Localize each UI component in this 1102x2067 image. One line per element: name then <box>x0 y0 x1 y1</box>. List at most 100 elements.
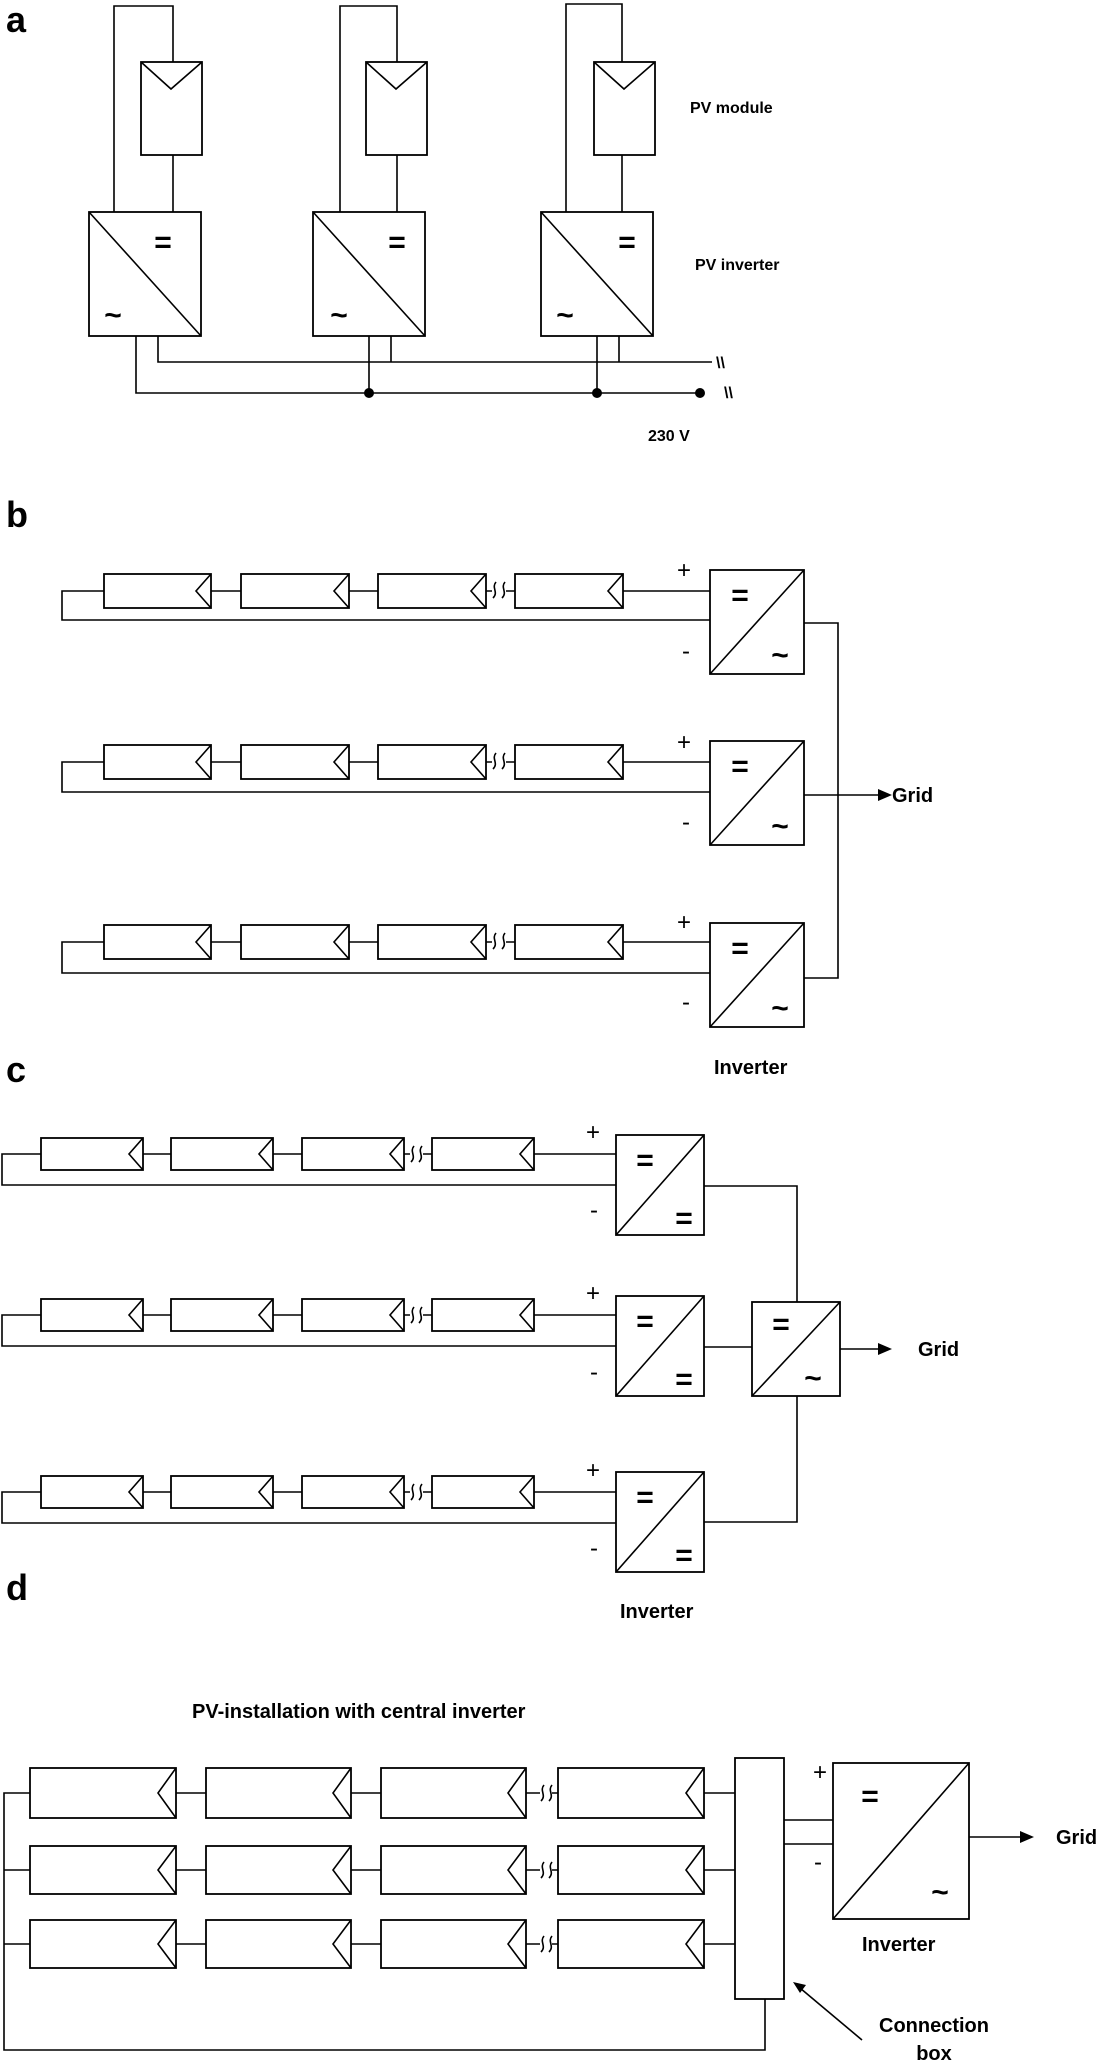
minus-sign: - <box>682 989 690 1016</box>
pv-module <box>205 1919 352 1969</box>
dc-symbol: = <box>618 226 636 259</box>
pv-module <box>377 573 487 609</box>
panel-a-terminal-dot <box>695 388 705 398</box>
panel-d-letter: d <box>6 1567 28 1608</box>
plus-sign: + <box>677 557 691 584</box>
pv-module <box>557 1767 705 1819</box>
dc-symbol: = <box>388 226 406 259</box>
panel-d-dc-link <box>784 1819 833 1845</box>
ac-symbol: ~ <box>104 299 122 332</box>
dc-symbol: = <box>675 1539 693 1572</box>
panel-c-grid-arrow <box>878 1343 892 1355</box>
pv-inverter-label: PV inverter <box>695 257 779 274</box>
pv-module <box>431 1298 535 1332</box>
minus-sign: - <box>682 809 690 836</box>
minus-sign: - <box>814 1849 822 1876</box>
panel-a-unit-1: = ~ <box>88 5 203 337</box>
pv-module <box>103 573 212 609</box>
pv-module <box>365 61 428 156</box>
panel-a-letter: a <box>6 0 27 40</box>
pv-module <box>40 1137 144 1171</box>
pv-module <box>29 1767 177 1819</box>
panel-b: b Grid Inverter = ~ + - <box>6 494 933 1079</box>
pv-module <box>40 1298 144 1332</box>
pv-module <box>40 1475 144 1509</box>
panel-b-string-2: = ~ + - <box>61 729 805 846</box>
ac-symbol: ~ <box>771 992 789 1025</box>
connection-box-leader <box>799 1987 863 2041</box>
pv-module <box>240 573 350 609</box>
panel-c-central-inverter: = ~ <box>751 1301 841 1397</box>
panel-d-string-2 <box>29 1845 735 1895</box>
pv-module <box>431 1475 535 1509</box>
ac-symbol: ~ <box>771 810 789 843</box>
pv-module <box>431 1137 535 1171</box>
panel-d: d PV-installation with central inverter … <box>3 1567 1097 2065</box>
panel-b-inverter-label: Inverter <box>714 1057 788 1079</box>
pv-module <box>170 1298 274 1332</box>
panel-a-break-lower: \\ <box>724 385 733 402</box>
panel-d-string-3 <box>29 1919 735 1969</box>
minus-sign: - <box>590 1535 598 1562</box>
pv-module <box>514 573 624 609</box>
panel-a-ac-line-lower <box>135 336 700 394</box>
pv-module <box>29 1845 177 1895</box>
panel-d-return-line <box>3 1792 766 2051</box>
voltage-label: 230 V <box>648 428 690 445</box>
minus-sign: - <box>590 1359 598 1386</box>
panel-c-string-2: = = + - <box>1 1280 705 1397</box>
panel-a: a = ~ = ~ <box>6 0 779 445</box>
panel-a-break-upper: \\ <box>716 355 725 372</box>
pv-module <box>301 1137 405 1171</box>
pv-module <box>514 924 624 960</box>
pv-module <box>170 1475 274 1509</box>
pv-module <box>205 1767 352 1819</box>
dc-symbol: = <box>675 1363 693 1396</box>
pv-module <box>557 1845 705 1895</box>
panel-d-grid-label: Grid <box>1056 1827 1097 1849</box>
pv-module <box>380 1919 527 1969</box>
panel-b-letter: b <box>6 494 28 535</box>
minus-sign: - <box>590 1197 598 1224</box>
panel-a-unit-2: = ~ <box>312 5 428 393</box>
panel-b-grid-label: Grid <box>892 785 933 807</box>
connection-box-leader-arrow <box>793 1982 806 1993</box>
dc-symbol: = <box>731 932 749 965</box>
plus-sign: + <box>586 1457 600 1484</box>
plus-sign: + <box>586 1119 600 1146</box>
dc-symbol: = <box>731 750 749 783</box>
panel-c-letter: c <box>6 1049 26 1090</box>
dc-symbol: = <box>636 1144 654 1177</box>
plus-sign: + <box>586 1280 600 1307</box>
minus-sign: - <box>682 638 690 665</box>
ac-symbol: ~ <box>804 1362 822 1395</box>
connection-box-label-line1: Connection <box>879 2015 989 2037</box>
panel-a-unit-3: = ~ <box>540 3 656 393</box>
pv-module <box>593 61 656 156</box>
plus-sign: + <box>813 1759 827 1786</box>
dc-symbol: = <box>154 226 172 259</box>
panel-b-string-3: = ~ + - <box>61 909 805 1028</box>
dc-symbol: = <box>636 1305 654 1338</box>
pv-module <box>380 1845 527 1895</box>
connection-box-label-line2: box <box>916 2043 952 2065</box>
pv-module <box>103 924 212 960</box>
ac-symbol: ~ <box>771 639 789 672</box>
dc-symbol: = <box>731 579 749 612</box>
panel-c-string-3: = = + - <box>1 1457 705 1573</box>
panel-d-string-1 <box>29 1767 735 1819</box>
pv-module <box>103 744 212 780</box>
pv-module <box>377 924 487 960</box>
pv-module-label: PV module <box>690 100 773 117</box>
pv-module <box>380 1767 527 1819</box>
pv-module <box>514 744 624 780</box>
panel-b-grid-arrow <box>878 789 892 801</box>
panel-c-grid-label: Grid <box>918 1339 959 1361</box>
pv-module <box>377 744 487 780</box>
panel-d-inverter-label: Inverter <box>862 1934 936 1956</box>
ac-symbol: ~ <box>931 1876 949 1909</box>
panel-c-dc-bus <box>704 1185 878 1523</box>
pv-module <box>170 1137 274 1171</box>
dc-symbol: = <box>772 1308 790 1341</box>
